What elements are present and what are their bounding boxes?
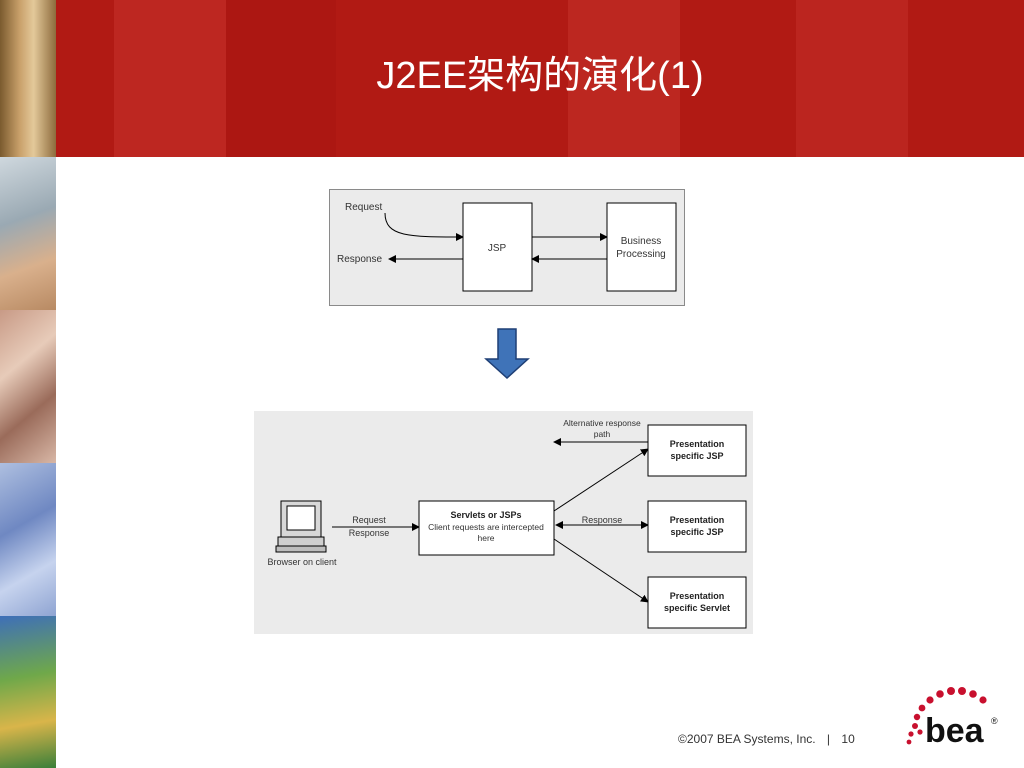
mvc-model2-diagram: Browser on client Request Response Servl… [254, 411, 753, 634]
slide-title: J2EE架构的演化(1) [376, 55, 704, 97]
jsp-model1-svg: Request Response JSP Business Processing [329, 189, 685, 306]
presentation-jsp-box-1 [647, 424, 747, 477]
alt-path-line2: path [594, 429, 611, 439]
computer-terminal-icon [275, 500, 327, 553]
logo-registered-mark: ® [991, 716, 998, 726]
jsp-box [462, 202, 533, 292]
response-label-mid: Response [582, 515, 623, 525]
request-label: Request [345, 202, 382, 213]
logo-text: bea [925, 712, 985, 746]
client-label: Browser on client [267, 557, 337, 567]
response-label: Response [337, 254, 382, 265]
left-photo-strip [0, 0, 56, 768]
response-label-left: Response [349, 528, 390, 538]
servlets-jsps-box [418, 500, 555, 556]
footer-separator: | [826, 732, 831, 746]
bea-logo-icon: bea ® [906, 687, 998, 746]
jsp-model1-diagram: Request Response JSP Business Processing [329, 189, 685, 306]
jsp-label: JSP [488, 243, 507, 254]
header-stripe [796, 0, 908, 157]
page-number: 10 [841, 732, 855, 746]
servlet-sub-line1: Client requests are intercepted [428, 522, 544, 532]
pres2-line2: specific JSP [670, 527, 723, 537]
header-stripe [114, 0, 226, 157]
servlet-title: Servlets or JSPs [450, 510, 521, 520]
pres3-line1: Presentation [670, 591, 725, 601]
footer: ©2007 BEA Systems, Inc. | 10 [678, 732, 855, 746]
servlet-sub-line2: here [477, 533, 494, 543]
business-label-line1: Business [621, 236, 662, 247]
blue-abstract-photo [0, 463, 56, 616]
to-pres1-arrow [553, 448, 649, 512]
presentation-servlet-box [647, 576, 747, 629]
hands-device-photo [0, 157, 56, 310]
bookshelf-photo [0, 0, 56, 157]
business-label-line2: Processing [616, 249, 665, 260]
down-arrow-icon [484, 328, 530, 380]
mvc-model2-svg: Browser on client Request Response Servl… [254, 411, 753, 634]
alt-path-line1: Alternative response [563, 418, 641, 428]
logo-dots [906, 687, 987, 745]
pres1-line1: Presentation [670, 439, 725, 449]
calculator-photo [0, 310, 56, 463]
header-stripe [568, 0, 680, 157]
to-pres3-arrow [553, 538, 649, 603]
request-arrow [384, 212, 464, 241]
pres1-line2: specific JSP [670, 451, 723, 461]
copyright-text: ©2007 BEA Systems, Inc. [678, 732, 816, 746]
pres2-line1: Presentation [670, 515, 725, 525]
lab-tubes-photo [0, 616, 56, 768]
presentation-jsp-box-2 [647, 500, 747, 553]
title-banner: J2EE架构的演化(1) [56, 0, 1024, 157]
request-label: Request [352, 515, 386, 525]
business-processing-box [606, 202, 677, 292]
header-stripe [226, 0, 336, 157]
pres3-line2: specific Servlet [664, 603, 730, 613]
